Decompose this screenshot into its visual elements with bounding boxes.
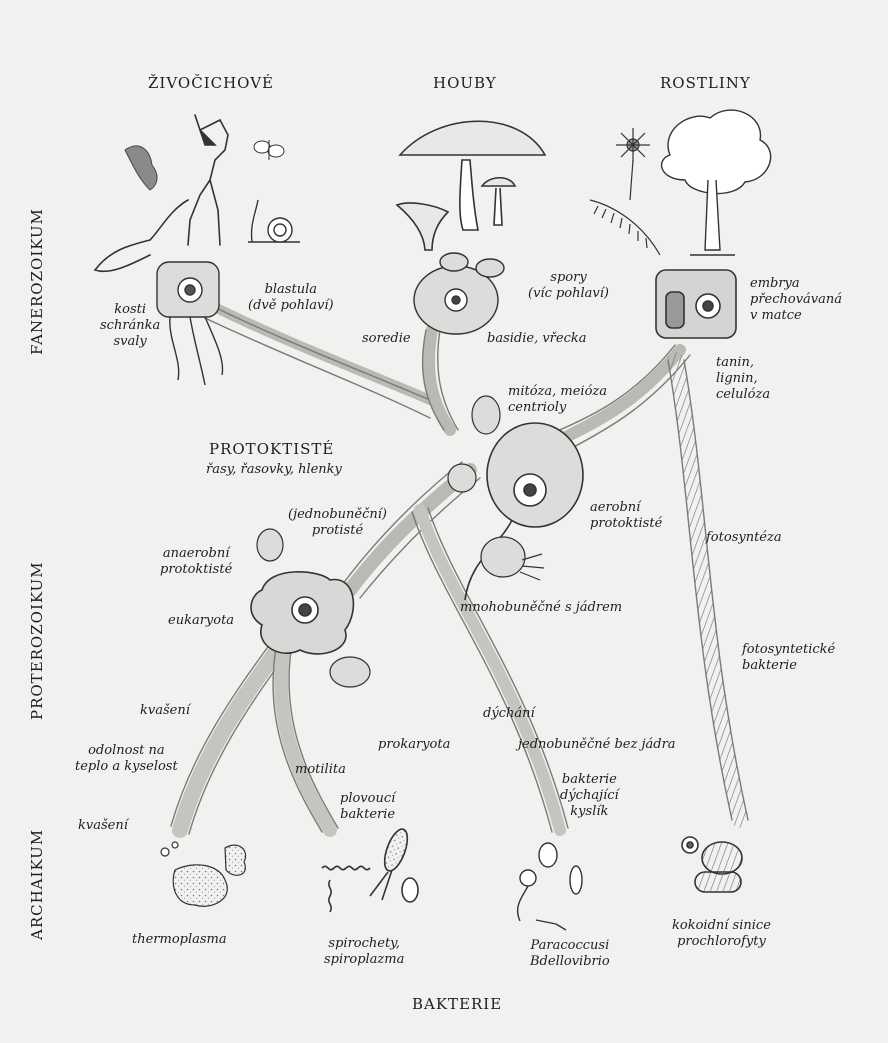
label-paracoccus: Paracoccusi Bdellovibrio — [530, 938, 610, 970]
label-respiration: dýchání — [483, 706, 535, 722]
label-unicellular: (jednobuněční) protisté — [288, 507, 387, 539]
label-floating-bacteria: plovoucí bakterie — [340, 791, 395, 823]
label-heat-acid: odolnost na teplo a kyselost — [75, 743, 178, 775]
label-multicellular-nucleus: mnohobuněčné s jádrem — [460, 600, 622, 616]
label-soredia: soredie — [362, 331, 411, 347]
protoctists-subtitle: řasy, řasovky, hlenky — [206, 462, 342, 478]
tree-icon — [662, 110, 771, 255]
label-spirochetes: spirochety, spiroplazma — [324, 936, 404, 968]
label-motility: motilita — [295, 762, 346, 778]
fungal-cell-icon — [414, 253, 504, 334]
label-fermentation-1: kvašení — [140, 703, 190, 719]
mushroom-icon — [397, 121, 545, 250]
label-embryos: embrya přechovávaná v matce — [750, 276, 842, 324]
butterfly-icon — [254, 140, 284, 160]
kingdom-animals: ŽIVOČICHOVÉ — [148, 74, 274, 92]
label-mitosis: mitóza, meióza centrioly — [508, 384, 607, 416]
branch-photosynthesis — [676, 360, 740, 820]
kingdom-fungi: HOUBY — [433, 74, 497, 92]
label-aerobic: aerobní protoktisté — [590, 500, 662, 532]
kingdom-protoctists: PROTOKTISTÉ — [209, 440, 334, 458]
flower-icon — [616, 128, 650, 200]
fern-icon — [590, 200, 660, 255]
kingdom-bacteria: BAKTERIE — [412, 995, 502, 1013]
label-photosynthesis: fotosyntéza — [706, 530, 782, 546]
kingdom-plants: ROSTLINY — [660, 74, 751, 92]
label-photo-bacteria: fotosyntetické bakterie — [742, 642, 835, 674]
tree-branches — [171, 300, 748, 834]
label-tannin: tanin, lignin, celulóza — [716, 355, 770, 403]
snail-icon — [248, 200, 300, 242]
cyanobacteria-icon — [682, 837, 742, 892]
label-fermentation-2: kvašení — [78, 818, 128, 834]
spirochete-icon — [322, 826, 418, 912]
label-basidia: basidie, vřecka — [487, 331, 587, 347]
label-anaerobic: anaerobní protoktisté — [160, 546, 232, 578]
label-thermoplasma: thermoplasma — [132, 932, 227, 948]
label-cyanobacteria: kokoidní sinice prochlorofyty — [672, 918, 771, 950]
label-unicellular-no-nucleus: jednobuněčné bez jádra — [518, 737, 676, 753]
era-archaic: ARCHAIKUM — [28, 829, 46, 940]
amoeba-icon — [251, 572, 353, 654]
label-prokaryota: prokaryota — [378, 737, 450, 753]
fox-icon — [95, 115, 228, 271]
label-blastula: blastula (dvě pohlaví) — [248, 282, 334, 314]
label-spores: spory (víc pohlaví) — [528, 270, 609, 302]
era-phanerozoic: FANEROZOIKUM — [28, 208, 46, 355]
label-eukaryota: eukaryota — [168, 613, 234, 629]
bird-icon — [125, 146, 157, 190]
label-bones: kosti schránka svaly — [100, 302, 160, 350]
era-proterozoic: PROTEROZOIKUM — [28, 561, 46, 720]
paracoccus-icon — [518, 843, 582, 930]
thermoplasma-icon — [161, 842, 246, 906]
label-oxygen-bacteria: bakterie dýchající kyslík — [560, 772, 619, 820]
plant-cell-icon — [656, 270, 736, 338]
animal-cell-icon — [157, 262, 223, 385]
